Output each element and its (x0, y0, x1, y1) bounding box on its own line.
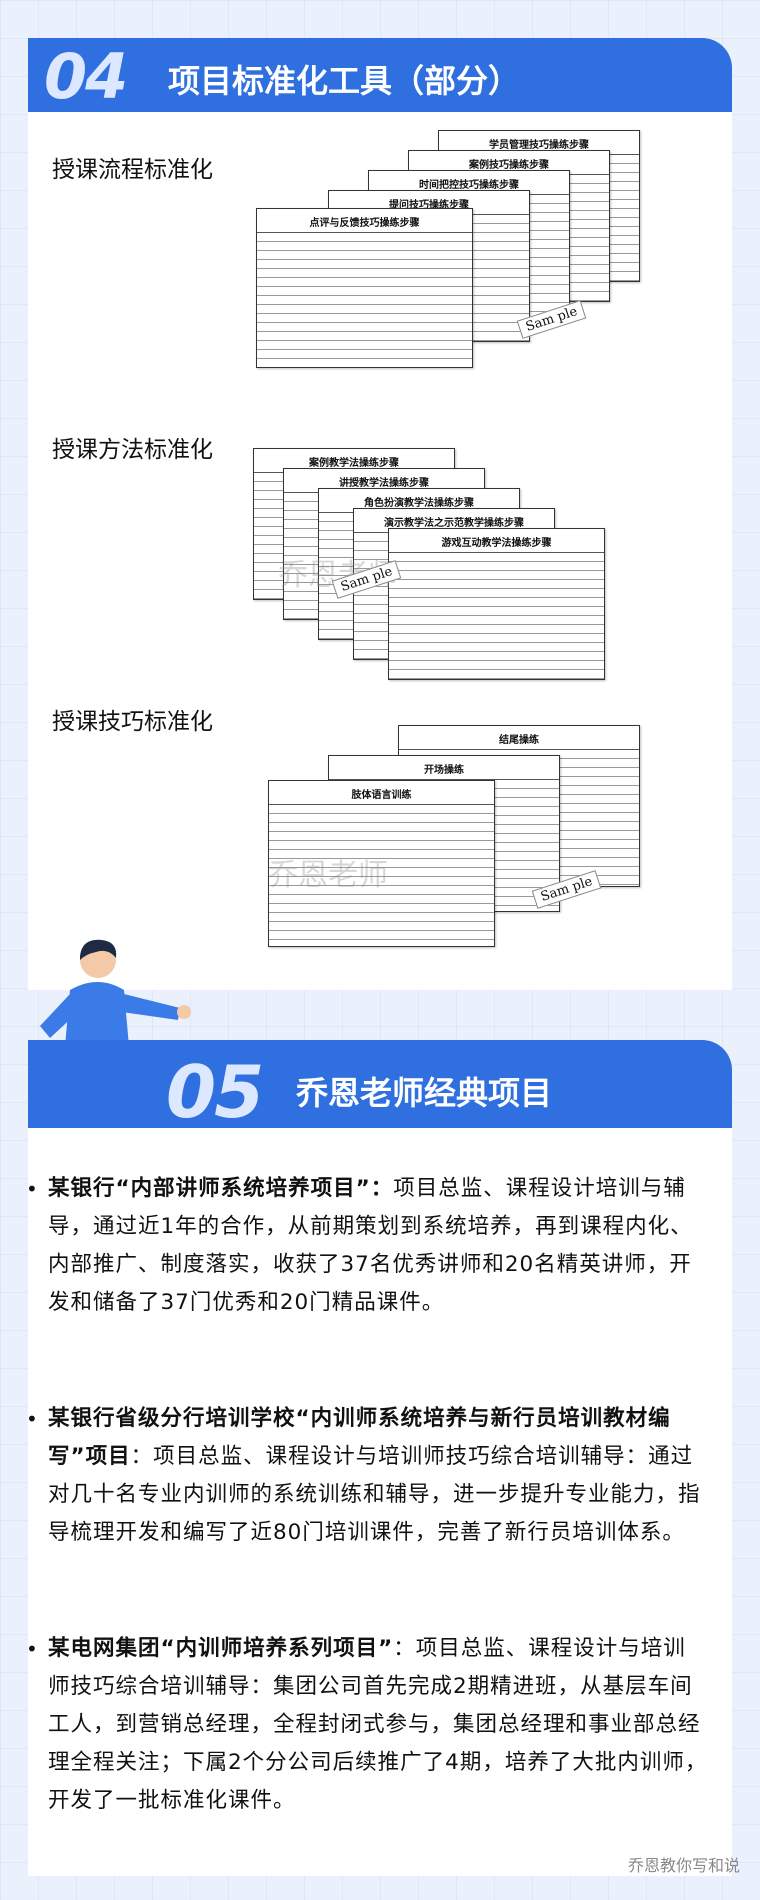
bullet-icon: • (26, 1177, 39, 1201)
bullet-icon: • (26, 1637, 39, 1661)
section-title: 乔恩老师经典项目 (296, 1074, 553, 1112)
project-item: • 某银行省级分行培训学校“内训师系统培养与新行员培训教材编写”项目：项目总监、… (26, 1400, 708, 1552)
document-image: 游戏互动教学法操练步骤 (388, 528, 605, 680)
section-05-card (28, 1128, 732, 1876)
section-title: 项目标准化工具（部分） (168, 62, 521, 100)
project-title: 某银行省级分行培训学校“内训师系统培养与新行员培训教材编写”项目 (48, 1406, 671, 1469)
project-item: • 某银行“内部讲师系统培养项目”：项目总监、课程设计培训与辅导，通过近1年的合… (26, 1170, 708, 1322)
project-description: ：项目总监、课程设计与培训师技巧综合培训辅导：集团公司首先完成2期精进班，从基层… (48, 1636, 708, 1813)
subtitle-flow: 授课流程标准化 (52, 157, 213, 183)
section-05-banner: 05 乔恩老师经典项目 (28, 1040, 732, 1136)
footer-watermark: 乔恩教你写和说 (627, 1856, 740, 1875)
project-item: • 某电网集团“内训师培养系列项目”：项目总监、课程设计与培训师技巧综合培训辅导… (26, 1630, 708, 1820)
project-description: 项目总监、课程设计培训与辅导，通过近1年的合作，从前期策划到系统培养，再到课程内… (48, 1176, 693, 1315)
project-description: ：项目总监、课程设计与培训师技巧综合培训辅导：通过对几十名专业内训师的系统训练和… (48, 1444, 701, 1545)
section-number: 04 (44, 40, 128, 113)
bullet-icon: • (26, 1407, 39, 1431)
document-image: 肢体语言训练 (268, 780, 495, 947)
section-04-banner: 04 项目标准化工具（部分） (28, 38, 732, 113)
section-04-card: 授课流程标准化 授课方法标准化 授课技巧标准化 学员管理技巧操练步骤 案例技巧操… (28, 80, 732, 990)
project-title: 某银行“内部讲师系统培养项目”： (48, 1176, 394, 1201)
subtitle-method: 授课方法标准化 (52, 437, 213, 463)
project-title: 某电网集团“内训师培养系列项目” (48, 1636, 394, 1661)
subtitle-skill: 授课技巧标准化 (52, 709, 213, 735)
section-number: 05 (166, 1050, 264, 1134)
document-image: 点评与反馈技巧操练步骤 (256, 208, 473, 368)
watermark: 乔恩老师 (268, 858, 388, 893)
